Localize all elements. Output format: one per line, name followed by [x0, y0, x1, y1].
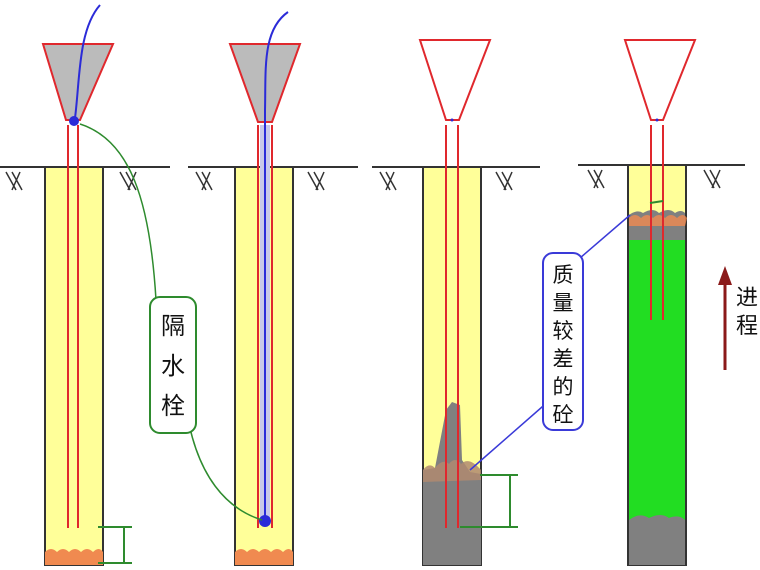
poor-concrete-callout: 质 量 较 差 的 砼 [542, 252, 584, 431]
plug-ball [69, 116, 79, 126]
dimension-marker [460, 474, 518, 528]
hopper [418, 39, 492, 121]
poor-concrete-callout-char: 质 [553, 263, 574, 287]
poor-concrete-leader-line [579, 214, 631, 259]
ground-hatch-icon [379, 171, 513, 191]
poor-concrete-callout-char: 的 [553, 375, 574, 399]
stage-4-panel [578, 39, 745, 566]
plug-ball [450, 118, 454, 122]
stage-2-panel [188, 11, 358, 566]
plug-callout: 隔 水 栓 [149, 296, 197, 434]
plug-callout-char: 栓 [161, 392, 185, 420]
mixed-interface [423, 460, 481, 482]
sediment-layer [45, 549, 103, 565]
hopper [623, 39, 697, 121]
progress-label-char: 进 [736, 286, 758, 311]
poor-concrete-leader-line [469, 399, 551, 471]
plug-ball [655, 118, 659, 122]
poor-concrete-callout-char: 砼 [553, 403, 574, 427]
plug-callout-char: 水 [161, 352, 185, 380]
concrete-top-marker [649, 200, 664, 204]
good-concrete [629, 228, 685, 523]
rope [74, 4, 101, 119]
poor-concrete-callout-char: 较 [553, 319, 574, 343]
stage-1-panel [0, 4, 170, 566]
plug-callout-char: 隔 [161, 312, 185, 340]
plug-ball [259, 515, 271, 527]
ground-hatch-icon [5, 171, 137, 191]
bottom-concrete [629, 515, 685, 565]
stage-3-panel [372, 39, 540, 566]
progress-arrow-icon [718, 266, 732, 370]
dimension-marker [98, 526, 132, 564]
borehole [44, 166, 104, 566]
concrete-mass [423, 402, 481, 565]
sediment-layer [235, 549, 293, 565]
ground-hatch-icon [195, 171, 325, 191]
ground-hatch-icon [587, 169, 721, 189]
rope [264, 11, 289, 520]
progress-label-char: 程 [736, 314, 758, 339]
poor-concrete-callout-char: 量 [553, 291, 574, 315]
poor-concrete-callout-char: 差 [553, 347, 574, 371]
top-sediment [629, 215, 687, 226]
